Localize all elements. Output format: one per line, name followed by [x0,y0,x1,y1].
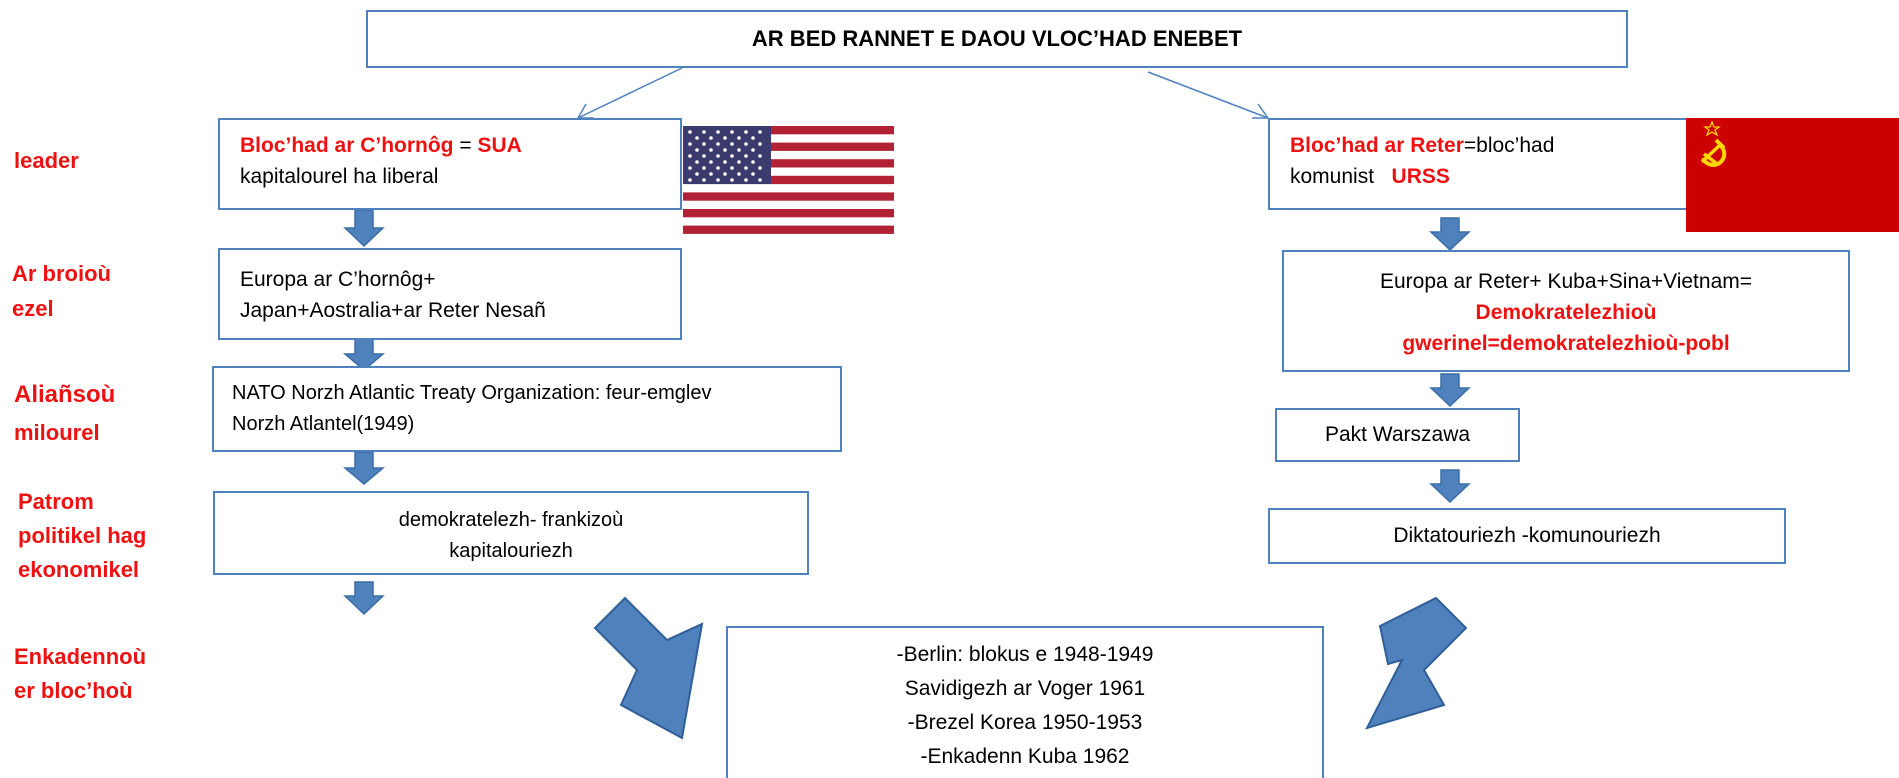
label-leader: leader [14,148,79,173]
crisis-item: -Berlin: blokus e 1948-1949 [896,643,1154,666]
down-arrow-icon [1429,469,1471,504]
label-line: er bloc’hoù [14,678,133,703]
label-line: milourel [14,420,100,445]
crises-box: -Berlin: blokus e 1948-1949 Savidigezh a… [726,626,1324,778]
title-box: AR BED RANNET E DAOU VLOC’HAD ENEBET [366,10,1628,68]
big-arrow-right-icon [1365,596,1468,730]
soviet-flag-icon [1686,118,1899,232]
west-model-line: demokratelezh- frankizoù [398,509,624,531]
down-arrow-icon [1429,373,1471,408]
crisis-item: -Enkadenn Kuba 1962 [920,745,1130,768]
big-arrow-left-icon [593,596,704,740]
west-equals: = [453,134,478,157]
west-members-line: Japan+Aostralia+ar Reter Nesañ [240,299,546,322]
east-model-box: Diktatouriezh -komunouriezh [1268,508,1786,564]
west-members-box: Europa ar C’hornôg+ Japan+Aostralia+ar R… [218,248,682,340]
east-members-line: Europa ar Reter+ Kuba+Sina+Vietnam= [1379,270,1753,293]
west-model-box: demokratelezh- frankizoù kapitalouriezh [213,491,809,575]
connector-right [1147,71,1270,119]
east-alliance: Pakt Warszawa [1324,423,1471,446]
label-line: Aliañsoù [14,381,116,408]
east-bloc-label: Bloc’had ar Reter [1290,134,1464,157]
label-line: ekonomikel [18,557,140,582]
east-desc-inline: =bloc’had [1463,134,1555,157]
west-desc: kapitalourel ha liberal [240,165,439,188]
row-label-leader: leader [14,144,79,178]
label-line: Ar broioù [12,261,111,286]
row-label-model: Patrom politikel hag ekonomikel [18,485,146,587]
crisis-item: -Brezel Korea 1950-1953 [907,711,1143,734]
east-leader-box: Bloc’had ar Reter=bloc’had komunist URSS [1268,118,1692,210]
label-line: politikel hag [18,523,147,548]
west-leader-box: Bloc’had ar C’hornôg = SUA kapitalourel … [218,118,682,210]
west-leader: SUA [477,134,522,157]
west-members-line: Europa ar C’hornôg+ [240,268,436,291]
east-model: Diktatouriezh -komunouriezh [1393,524,1661,547]
row-label-allies: Ar broioù ezel [12,256,111,326]
label-line: Enkadennoù [14,644,147,669]
crisis-item: Savidigezh ar Voger 1961 [904,677,1146,700]
us-flag-icon [683,126,894,234]
east-members-red-line: Demokratelezhioù [1475,301,1657,324]
west-model-line: kapitalouriezh [449,540,573,562]
west-alliance-line: Norzh Atlantel(1949) [232,413,415,435]
west-alliance-box: NATO Norzh Atlantic Treaty Organization:… [212,366,842,452]
down-arrow-icon [342,451,386,485]
down-arrow-icon [1429,217,1471,252]
row-label-crises: Enkadennoù er bloc’hoù [14,640,146,708]
page-title: AR BED RANNET E DAOU VLOC’HAD ENEBET [751,26,1243,51]
west-alliance-line: NATO Norzh Atlantic Treaty Organization:… [232,382,712,404]
east-members-box: Europa ar Reter+ Kuba+Sina+Vietnam= Demo… [1282,250,1850,372]
east-members-red-line: gwerinel=demokratelezhioù-pobl [1402,332,1730,355]
down-arrow-icon [343,209,385,248]
east-alliance-box: Pakt Warszawa [1275,408,1520,462]
label-line: ezel [12,296,54,321]
connector-left [576,67,683,119]
down-arrow-icon [343,581,385,616]
east-desc2: komunist [1290,165,1392,188]
down-arrow-icon [342,337,386,371]
west-bloc-label: Bloc’had ar C’hornôg [240,134,454,157]
label-line: Patrom [18,489,94,514]
row-label-military: Aliañsoù milourel [14,376,115,452]
east-leader: URSS [1391,165,1450,188]
